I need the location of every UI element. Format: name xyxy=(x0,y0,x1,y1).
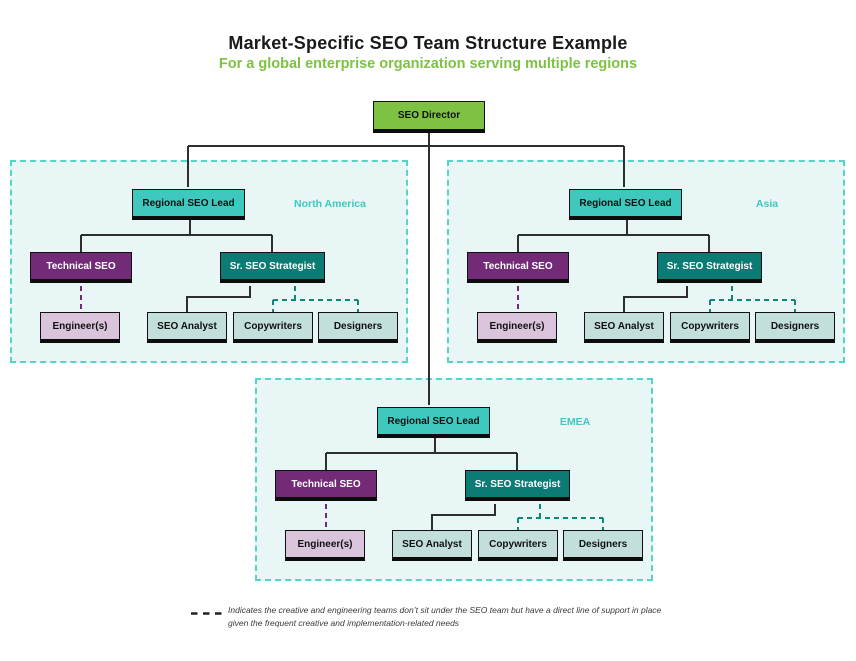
engineers-box: Engineer(s) xyxy=(40,312,120,343)
seo-director-box: SEO Director xyxy=(373,101,485,133)
designers-box: Designers xyxy=(318,312,398,343)
regional-seo-lead-box: Regional SEO Lead xyxy=(377,407,490,438)
engineers-box: Engineer(s) xyxy=(285,530,365,561)
legend-text: Indicates the creative and engineering t… xyxy=(228,604,708,630)
legend-line-2: given the frequent creative and implemen… xyxy=(228,618,460,629)
region-label: Asia xyxy=(755,198,779,210)
legend-line-1: Indicates the creative and engineering t… xyxy=(228,605,662,615)
technical-seo-box: Technical SEO xyxy=(467,252,569,283)
page-subtitle: For a global enterprise organization ser… xyxy=(218,56,638,72)
engineers-box: Engineer(s) xyxy=(477,312,557,343)
technical-seo-box: Technical SEO xyxy=(275,470,377,501)
seo-analyst-box: SEO Analyst xyxy=(584,312,664,343)
copywriters-box: Copywriters xyxy=(478,530,558,561)
region-asia: Regional SEO Lead Asia Technical SEO Sr.… xyxy=(447,160,845,363)
regional-seo-lead-box: Regional SEO Lead xyxy=(569,189,682,220)
seo-analyst-box: SEO Analyst xyxy=(392,530,472,561)
sr-seo-strategist-box: Sr. SEO Strategist xyxy=(220,252,325,283)
sr-seo-strategist-box: Sr. SEO Strategist xyxy=(657,252,762,283)
technical-seo-box: Technical SEO xyxy=(30,252,132,283)
seo-analyst-box: SEO Analyst xyxy=(147,312,227,343)
regional-seo-lead-box: Regional SEO Lead xyxy=(132,189,245,220)
designers-box: Designers xyxy=(563,530,643,561)
sr-seo-strategist-box: Sr. SEO Strategist xyxy=(465,470,570,501)
region-label: North America xyxy=(294,198,366,210)
designers-box: Designers xyxy=(755,312,835,343)
page-title: Market-Specific SEO Team Structure Examp… xyxy=(228,33,628,53)
copywriters-box: Copywriters xyxy=(670,312,750,343)
copywriters-box: Copywriters xyxy=(233,312,313,343)
region-north-america: Regional SEO Lead North America Technica… xyxy=(10,160,408,363)
dashed-line-legend-icon xyxy=(191,612,222,615)
region-emea: Regional SEO Lead EMEA Technical SEO Sr.… xyxy=(255,378,653,581)
region-label: EMEA xyxy=(559,416,591,428)
